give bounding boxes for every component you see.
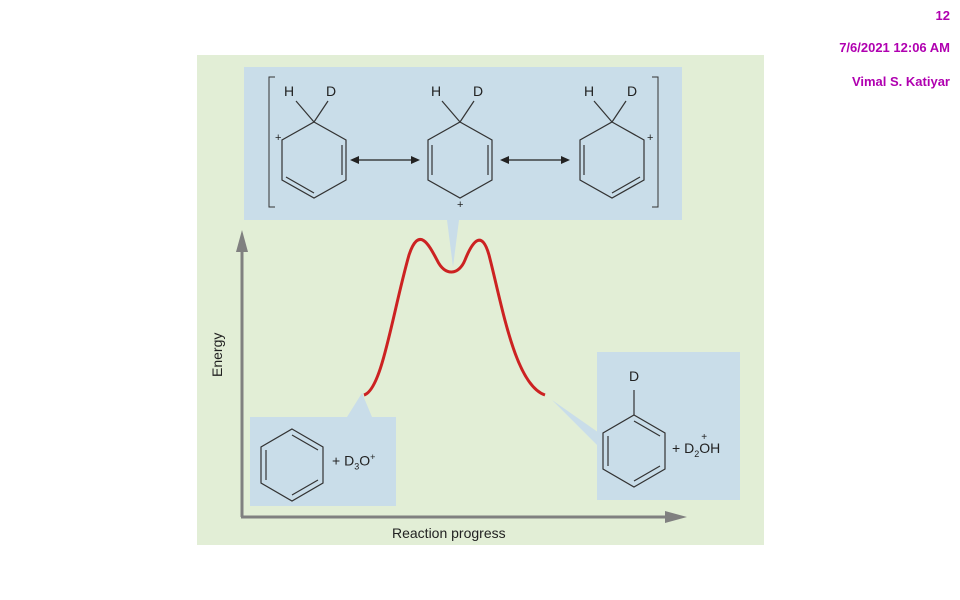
atom-h-3: H <box>584 83 595 99</box>
product-box <box>597 352 740 500</box>
arenium-structure-3 <box>579 100 645 199</box>
y-axis-arrow <box>236 230 248 252</box>
arenium-structure-1 <box>281 100 347 199</box>
right-bracket <box>652 76 659 208</box>
x-axis-label: Reaction progress <box>392 525 506 541</box>
energy-curve <box>363 238 546 397</box>
left-bracket <box>268 76 275 208</box>
charge-1: + <box>275 132 282 144</box>
top-pointer <box>447 220 459 267</box>
slide-author: Vimal S. Katiyar <box>851 74 950 89</box>
deuterobenzene-ring <box>602 390 666 488</box>
left-pointer <box>347 393 372 417</box>
atom-h-2: H <box>431 83 442 99</box>
benzene-ring <box>260 428 324 502</box>
reactant-formula: + D3O+ <box>332 452 376 472</box>
x-axis-arrow <box>665 511 687 523</box>
energy-diagram: H D + H D + H D + + D3O+ D + D2O+H React… <box>197 55 764 545</box>
slide-date: 7/6/2021 12:06 AM <box>839 40 950 55</box>
atom-d-1: D <box>326 83 337 99</box>
arenium-structure-2 <box>427 100 493 199</box>
atom-h-1: H <box>284 83 295 99</box>
slide-number: 12 <box>935 8 950 23</box>
charge-3: + <box>647 132 654 144</box>
product-formula: + D2O+H <box>672 432 721 459</box>
charge-2: + <box>457 199 464 211</box>
atom-d-3: D <box>627 83 638 99</box>
right-pointer <box>552 400 602 450</box>
atom-d-2: D <box>473 83 484 99</box>
resonance-structures-box <box>244 67 682 220</box>
diagram-drawing <box>236 76 687 523</box>
y-axis-label: Energy <box>209 332 225 377</box>
atom-d-product: D <box>629 368 640 384</box>
